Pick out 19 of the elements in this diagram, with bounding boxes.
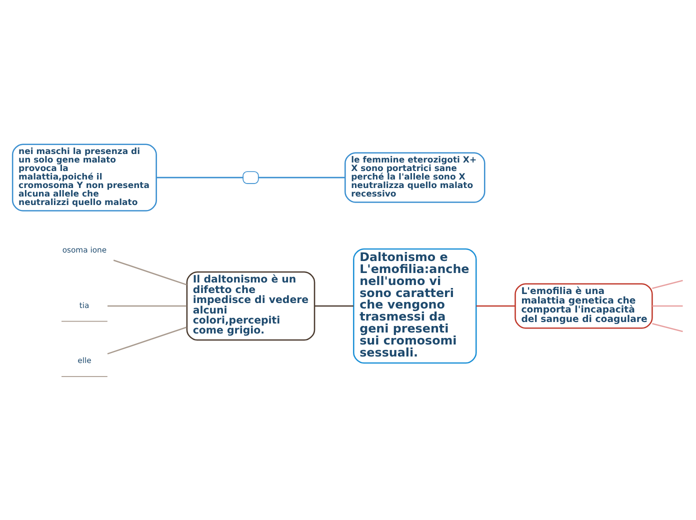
- node-box: [242, 170, 259, 184]
- connector: [258, 176, 346, 178]
- connector: [113, 259, 188, 285]
- node-box: Daltonismo e L'emofilia:anche nell'uomo vi sono caratteri che vengono trasmessi da geni presenti sui cromosomi sessuali.: [353, 248, 477, 364]
- connector: [476, 304, 516, 306]
- connector: [652, 322, 683, 332]
- connector: [652, 304, 683, 306]
- node-box: nei maschi la presenza di un solo gene malato provoca la malattia,poiché il cromosoma Y non presenta alcuna allele che neutralizzi quello malato: [12, 143, 157, 211]
- connector: [107, 326, 187, 354]
- node-text: tia: [79, 300, 90, 310]
- connector: [652, 279, 683, 289]
- connector: [314, 304, 354, 306]
- connector: [108, 304, 187, 306]
- node-text: osoma ione: [62, 245, 107, 254]
- node-box: L'emofilia è una malattia genetica che comporta l'incapacità del sangue di coagulare: [514, 282, 653, 328]
- node-box: Il daltonismo è un difetto che impedisce di vedere alcuni colori,percepiti come grigio.: [186, 270, 316, 340]
- connector: [156, 176, 243, 178]
- node-text: elle: [78, 356, 92, 365]
- node-box: le femmine eterozigoti X+ X sono portatrici sane perché la l'allele sono X neutralizza quello malato recessivo: [344, 152, 486, 202]
